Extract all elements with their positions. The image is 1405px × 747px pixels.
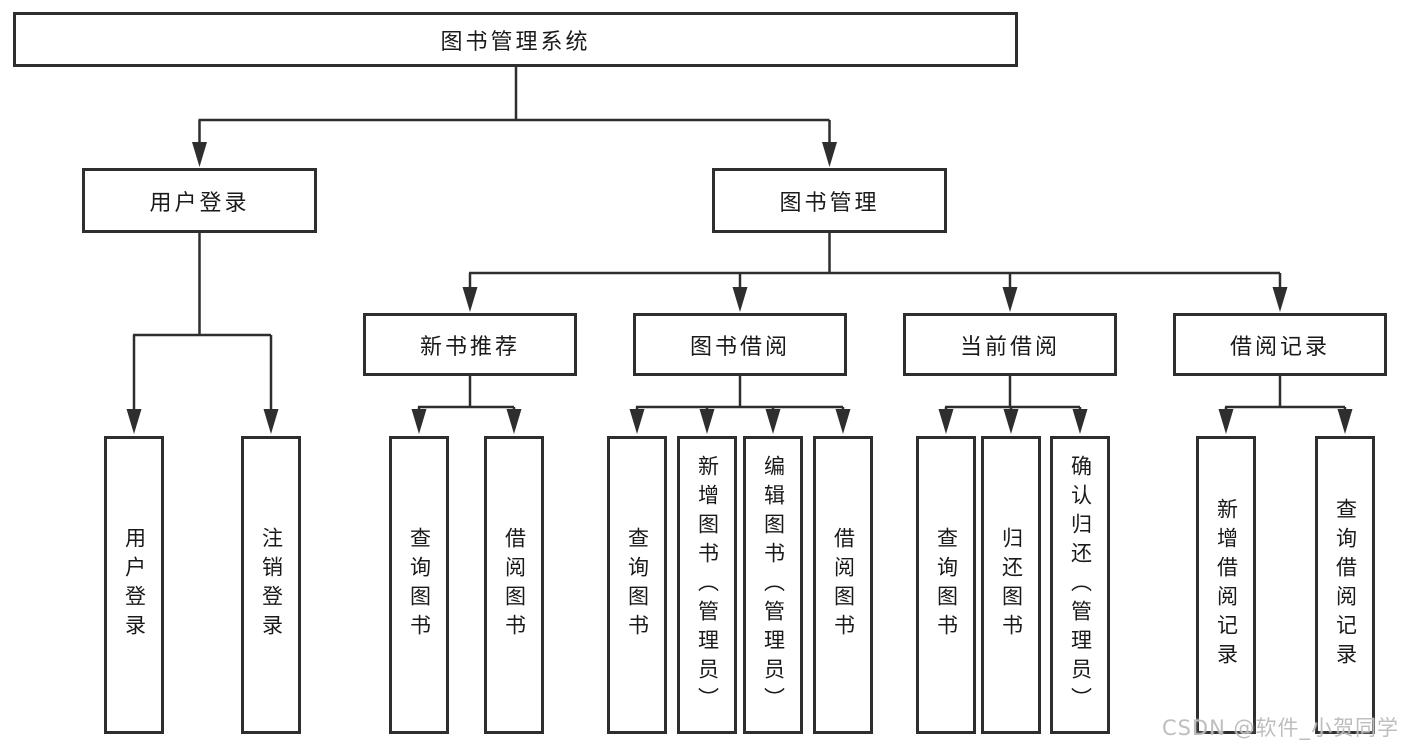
leaf-query-books-current: 查询图书 (916, 436, 976, 734)
leaf-query-books-borrow: 查询图书 (607, 436, 667, 734)
leaf-add-borrow-record: 新增借阅记录 (1196, 436, 1256, 734)
leaf-return-books: 归还图书 (981, 436, 1041, 734)
leaf-user-login-label: 用户登录 (122, 527, 147, 643)
node-book-management: 图书管理 (712, 168, 947, 233)
leaf-borrow-books-label: 借阅图书 (831, 527, 856, 643)
node-root: 图书管理系统 (13, 12, 1018, 67)
node-current-borrow: 当前借阅 (903, 313, 1117, 376)
leaf-confirm-return-admin: 确认归还（管理员） (1050, 436, 1110, 734)
leaf-confirm-return-admin-label: 确认归还（管理员） (1068, 454, 1093, 716)
leaf-edit-book-admin-label: 编辑图书（管理员） (761, 454, 786, 716)
arrowheads (126, 142, 1353, 434)
leaf-add-book-admin: 新增图书（管理员） (677, 436, 737, 734)
node-user-login-label: 用户登录 (149, 190, 250, 216)
leaf-query-books-borrow-label: 查询图书 (625, 527, 650, 643)
leaf-edit-book-admin: 编辑图书（管理员） (743, 436, 803, 734)
node-current-borrow-label: 当前借阅 (959, 334, 1060, 360)
csdn-watermark: CSDN @软件_小贺同学 (1161, 716, 1399, 740)
node-borrow-records: 借阅记录 (1173, 313, 1387, 376)
leaf-query-books-recommend: 查询图书 (389, 436, 449, 734)
leaf-logout: 注销登录 (241, 436, 301, 734)
node-new-book-recommend-label: 新书推荐 (419, 334, 520, 360)
leaf-borrow-books: 借阅图书 (813, 436, 873, 734)
leaf-return-books-label: 归还图书 (999, 527, 1024, 643)
node-root-label: 图书管理系统 (440, 29, 591, 55)
node-book-management-label: 图书管理 (779, 190, 880, 216)
leaf-add-borrow-record-label: 新增借阅记录 (1214, 498, 1239, 672)
leaf-borrow-books-recommend-label: 借阅图书 (502, 527, 527, 643)
leaf-query-borrow-record: 查询借阅记录 (1315, 436, 1375, 734)
leaf-logout-label: 注销登录 (259, 527, 284, 643)
node-new-book-recommend: 新书推荐 (363, 313, 577, 376)
leaf-query-borrow-record-label: 查询借阅记录 (1333, 498, 1358, 672)
leaf-query-books-recommend-label: 查询图书 (407, 527, 432, 643)
node-user-login: 用户登录 (82, 168, 317, 233)
leaf-borrow-books-recommend: 借阅图书 (484, 436, 544, 734)
node-book-borrow-label: 图书借阅 (689, 334, 790, 360)
leaf-query-books-current-label: 查询图书 (934, 527, 959, 643)
node-book-borrow: 图书借阅 (633, 313, 847, 376)
leaf-add-book-admin-label: 新增图书（管理员） (695, 454, 720, 716)
leaf-user-login: 用户登录 (104, 436, 164, 734)
node-borrow-records-label: 借阅记录 (1229, 334, 1330, 360)
